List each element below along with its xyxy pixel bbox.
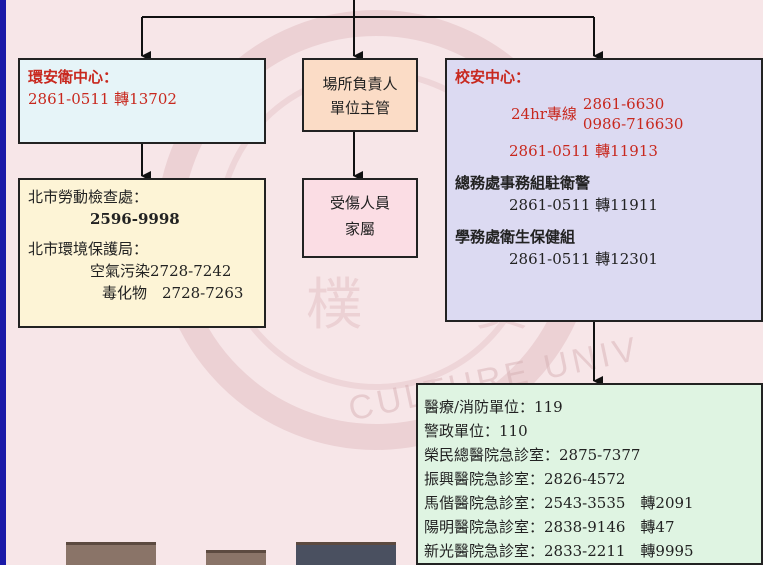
security-center-box: 校安中心： 24hr專線 2861-6630 0986-716630 2861-… [445, 58, 763, 322]
air-pollution-phone: 空氣污染2728-7242 [90, 262, 232, 280]
labor-title: 北市勞動檢查處： [28, 188, 149, 206]
env-center-title: 環安衛中心： [28, 68, 119, 86]
venue-line1: 場所負責人 [322, 75, 398, 93]
diagram-canvas: 樸 實 CULTURE UNIV 環安衛中心： 2861-0511 轉13702… [6, 0, 763, 565]
medical-units-box: 醫療/消防單位：119 警政單位：110 榮民總醫院急診室：2875-7377 … [416, 383, 763, 565]
venue-manager-box: 場所負責人 單位主管 [302, 58, 418, 132]
general-affairs-title: 總務處事務組駐衛警 [455, 174, 591, 192]
injured-line2: 家屬 [344, 220, 375, 238]
security-ext: 2861-0511 轉11913 [509, 142, 658, 160]
hotline-row: 24hr專線 2861-6630 0986-716630 [511, 94, 753, 134]
injured-family-box: 受傷人員 家屬 [302, 178, 418, 258]
student-affairs-title: 學務處衛生保健組 [455, 228, 576, 246]
student-affairs-phone: 2861-0511 轉12301 [509, 250, 658, 268]
campus-building-image [66, 542, 156, 565]
medical-item: 馬偕醫院急診室：2543-3535 轉2091 [424, 494, 694, 512]
medical-item: 醫療/消防單位：119 [424, 398, 563, 416]
medical-item: 警政單位：110 [424, 422, 528, 440]
campus-building-image [296, 542, 396, 565]
hotline-numbers: 2861-6630 0986-716630 [583, 94, 684, 134]
security-title: 校安中心： [455, 68, 531, 86]
campus-building-image [206, 550, 266, 565]
labor-phone: 2596-9998 [90, 210, 180, 228]
medical-item: 振興醫院急診室：2826-4572 [424, 470, 626, 488]
hotline-number-2: 0986-716630 [582, 115, 684, 133]
venue-line2: 單位主管 [329, 99, 390, 117]
env-bureau-title: 北市環境保護局： [28, 240, 149, 258]
labor-env-box: 北市勞動檢查處： 2596-9998 北市環境保護局： 空氣污染2728-724… [18, 178, 266, 328]
env-center-box: 環安衛中心： 2861-0511 轉13702 [18, 58, 266, 144]
hotline-label: 24hr專線 [511, 105, 577, 123]
medical-item: 新光醫院急診室：2833-2211 轉9995 [424, 542, 694, 560]
toxic-phone: 毒化物 2728-7263 [102, 284, 244, 302]
medical-item: 榮民總醫院急診室：2875-7377 [424, 446, 641, 464]
env-center-phone: 2861-0511 轉13702 [28, 90, 177, 108]
medical-item: 陽明醫院急診室：2838-9146 轉47 [424, 518, 675, 536]
injured-line1: 受傷人員 [329, 194, 390, 212]
connector-lines [141, 0, 603, 386]
hotline-number-1: 2861-6630 [582, 95, 665, 113]
general-affairs-phone: 2861-0511 轉11911 [509, 196, 658, 214]
